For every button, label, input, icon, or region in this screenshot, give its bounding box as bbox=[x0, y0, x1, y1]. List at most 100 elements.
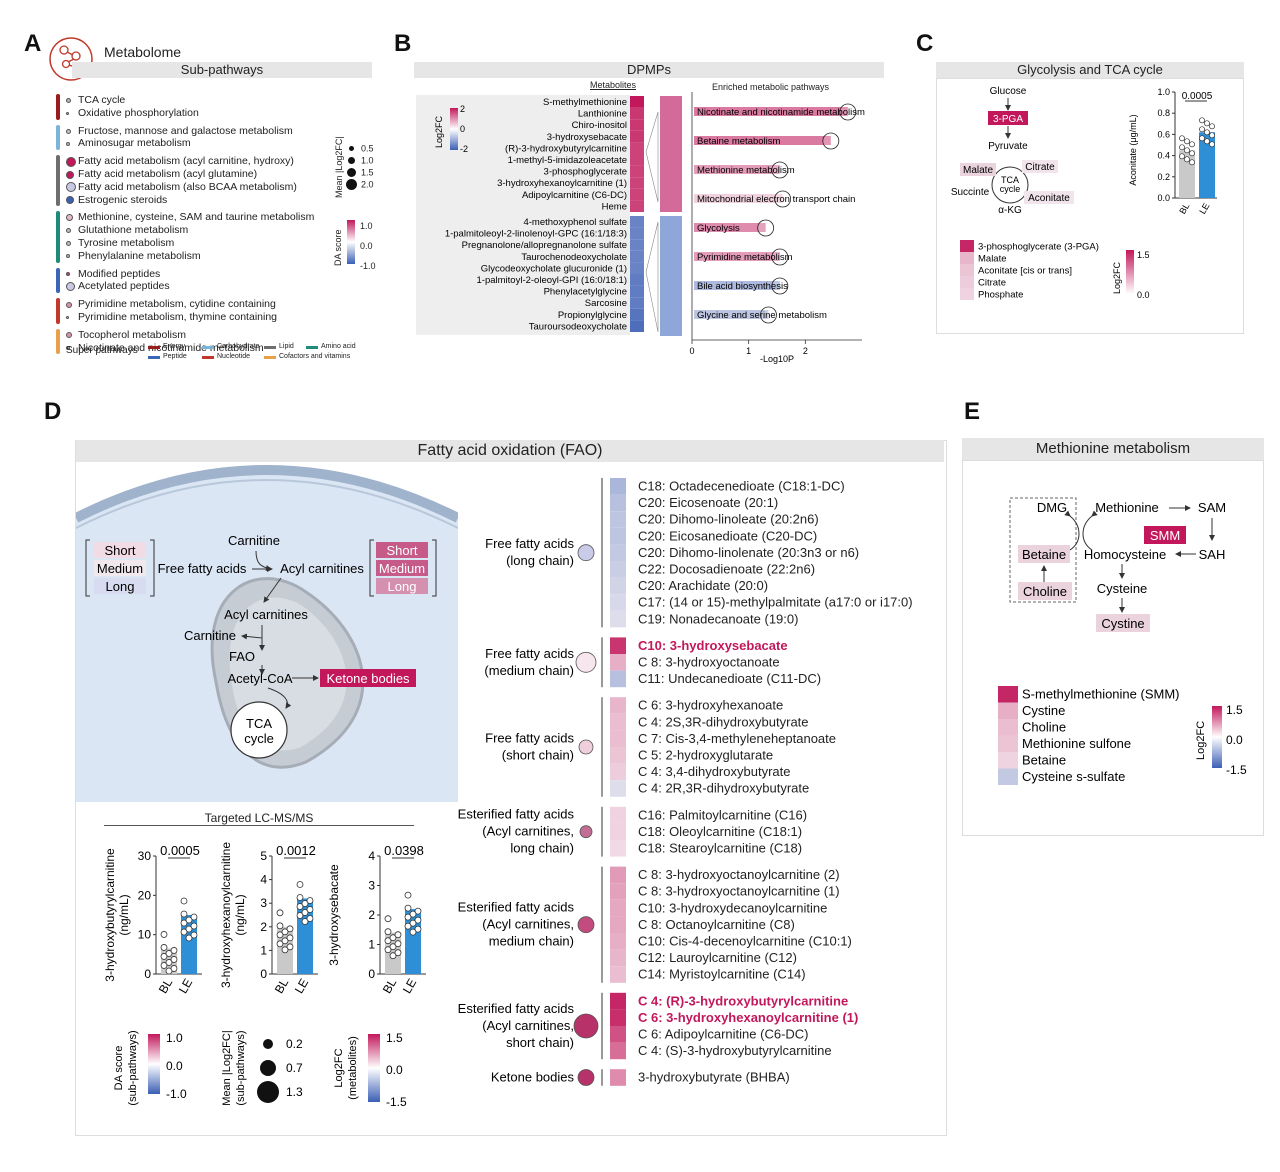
c-legend-title: Log2FC bbox=[1112, 261, 1122, 294]
pathway-bar bbox=[694, 281, 780, 290]
metabolite-heat-cell bbox=[630, 107, 644, 120]
sub-pathway-row: Phenylalanine metabolism bbox=[66, 250, 201, 263]
metabolite-label: 1-palmitoleoyl-2-linolenoyl-GPC (16:1/18… bbox=[445, 229, 627, 240]
group-label: Esterified fatty acids bbox=[458, 1001, 575, 1016]
acetyl-coa-label: Acetyl-CoA bbox=[227, 671, 292, 686]
sub-pathway-label: Aminosugar metabolism bbox=[78, 137, 191, 150]
size-legend-dot bbox=[346, 179, 357, 191]
sample-point bbox=[1204, 138, 1210, 145]
size-legend-label: 1.0 bbox=[361, 155, 374, 166]
right-chip: Medium bbox=[379, 561, 425, 576]
ketone-bodies-label: Ketone bodies bbox=[326, 671, 410, 686]
malate-node: Malate bbox=[963, 165, 993, 176]
group-label: Esterified fatty acids bbox=[458, 900, 575, 915]
sub-pathway-row: Acetylated peptides bbox=[66, 280, 170, 293]
super-pathway-label: Nucleotide bbox=[217, 353, 251, 360]
metabolite-label: C10: 3-hydroxysebacate bbox=[638, 638, 788, 653]
group-dot bbox=[575, 651, 597, 673]
sub-pathway-label: TCA cycle bbox=[78, 94, 126, 106]
sample-point bbox=[190, 922, 198, 930]
sample-point bbox=[296, 881, 304, 888]
super-pathway-bar bbox=[56, 298, 60, 324]
metabolite-heat-cell bbox=[610, 1009, 626, 1026]
super-pathways-label: Super pathways bbox=[66, 345, 138, 356]
metabolite-label: S-methylmethionine bbox=[543, 97, 627, 108]
size-legend-dot bbox=[348, 157, 355, 165]
metabolite-label: C16: Palmitoylcarnitine (C16) bbox=[638, 807, 807, 822]
right-chip: Short bbox=[386, 543, 417, 558]
sub-pathway-dot bbox=[66, 128, 71, 134]
metabolite-heat-cell bbox=[630, 274, 644, 286]
size-legend-row: 1.0 bbox=[346, 154, 374, 167]
size-legend-label: 0.5 bbox=[361, 143, 374, 154]
sample-point bbox=[301, 909, 309, 916]
y-tick-label: 5 bbox=[260, 849, 267, 863]
super-pathway-label: Cofactors and vitamins bbox=[279, 353, 351, 360]
pathway-dot bbox=[774, 190, 792, 208]
sub-pathway-dot bbox=[66, 346, 70, 351]
metabolite-heat-cell bbox=[610, 730, 626, 747]
size-legend-title: Mean |Log2FC| bbox=[221, 1030, 233, 1105]
sub-pathways-header: Sub-pathways bbox=[72, 62, 372, 78]
group-dot bbox=[573, 1013, 599, 1039]
metabolite-label: C 6: Adipoylcarnitine (C6-DC) bbox=[638, 1027, 809, 1042]
metabolite-heat-cell bbox=[610, 823, 626, 840]
sample-point bbox=[1184, 147, 1190, 154]
super-pathway-item: Peptide bbox=[148, 352, 187, 363]
d-ylabel: (ng/mL) bbox=[233, 894, 247, 935]
da-legend-tick: 1.0 bbox=[166, 1031, 183, 1045]
sample-point bbox=[389, 934, 397, 942]
heat-label: Methionine sulfone bbox=[1022, 736, 1131, 751]
sample-point bbox=[165, 950, 173, 957]
da-legend-tick: 0.0 bbox=[166, 1059, 183, 1073]
left-chip-bg bbox=[94, 542, 146, 558]
metabolite-heat-cell bbox=[610, 916, 626, 933]
metabolite-heat-cell bbox=[630, 130, 644, 143]
metabolite-heat-cell bbox=[610, 654, 626, 671]
category-label: LE bbox=[292, 976, 311, 996]
sample-point bbox=[180, 910, 188, 918]
metabolite-label: C 4: (S)-3-hydroxybutyrylcarnitine bbox=[638, 1043, 832, 1058]
super-pathway-swatch bbox=[202, 345, 214, 349]
heat-cell bbox=[960, 252, 974, 264]
sub-pathway-row: Fatty acid metabolism (acyl carnitine, h… bbox=[66, 155, 294, 168]
sample-point bbox=[301, 900, 309, 907]
metabolite-heat-cell bbox=[630, 320, 644, 332]
metabolite-label: C20: Dihomo-linolenate (20:3n3 or n6) bbox=[638, 545, 859, 560]
y-tick-label: 1.0 bbox=[1157, 87, 1170, 97]
metabolite-heat-cell bbox=[630, 142, 644, 154]
sample-point bbox=[394, 931, 402, 939]
heat-cell bbox=[998, 768, 1018, 785]
super-pathway-swatch bbox=[202, 355, 214, 359]
cluster-bar-up bbox=[660, 96, 682, 212]
metabolite-label: C20: Eicosenoate (20:1) bbox=[638, 495, 778, 510]
metabolite-heat-cell bbox=[630, 308, 644, 321]
malate-highlight bbox=[960, 163, 996, 176]
metabolite-heat-cell bbox=[610, 637, 626, 654]
pathway-label: Nicotinate and nicotinamide metabolism bbox=[697, 107, 865, 118]
metabolite-label: 1-palmitoyl-2-oleoyl-GPI (16:0/18:1) bbox=[477, 275, 627, 286]
group-dot bbox=[577, 916, 595, 934]
heat-cell bbox=[960, 288, 974, 300]
sample-point bbox=[180, 928, 188, 936]
sub-pathway-dot bbox=[66, 98, 71, 103]
bracket bbox=[85, 539, 90, 597]
x-tick-label: 0 bbox=[689, 346, 694, 356]
da-legend-title: DA score bbox=[113, 1046, 125, 1091]
e-legend-title: Log2FC bbox=[1195, 721, 1207, 760]
acyl-carnitines-label: Acyl carnitines bbox=[280, 561, 364, 576]
sub-pathway-row: Fatty acid metabolism (also BCAA metabol… bbox=[66, 181, 297, 194]
sample-point bbox=[281, 928, 289, 936]
sub-pathway-label: Fatty acid metabolism (also BCAA metabol… bbox=[78, 180, 297, 193]
sample-point bbox=[414, 916, 422, 924]
super-pathway-bar bbox=[56, 328, 60, 355]
metabolite-label: C20: Arachidate (20:0) bbox=[638, 578, 768, 593]
sample-point bbox=[301, 918, 309, 925]
metabolite-heat-cell bbox=[610, 713, 626, 731]
left-chip-bg bbox=[94, 560, 146, 576]
x-axis-label: -Log10P bbox=[760, 354, 794, 364]
sample-point bbox=[414, 925, 422, 933]
metabolite-heat-cell bbox=[630, 227, 644, 240]
sub-pathway-row: Fructose, mannose and galactose metaboli… bbox=[66, 125, 293, 138]
